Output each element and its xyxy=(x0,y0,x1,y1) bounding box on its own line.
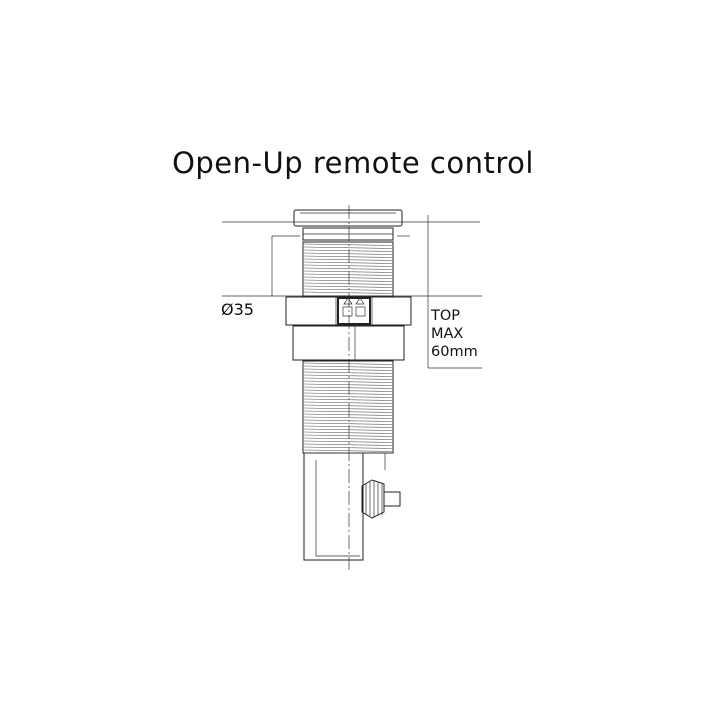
thread-line xyxy=(303,374,393,377)
washer xyxy=(292,325,405,361)
top-max-label-line1: TOP xyxy=(431,308,461,324)
thread-line xyxy=(303,398,393,401)
thread-line xyxy=(303,258,393,261)
thread-line xyxy=(303,395,393,398)
arrow-up-icon xyxy=(343,297,353,305)
thread-line xyxy=(303,428,393,431)
top-cap xyxy=(293,209,403,227)
thread-line xyxy=(303,264,393,267)
thread-line xyxy=(303,392,393,395)
diagram-title: Open-Up remote control xyxy=(172,146,534,180)
thread-line xyxy=(303,362,393,365)
thread-line xyxy=(303,261,393,264)
diameter-label: Ø35 xyxy=(221,300,254,319)
thread-line xyxy=(303,249,393,252)
diameter-leader xyxy=(271,235,300,296)
thread-line xyxy=(303,404,393,407)
cable-connector xyxy=(361,479,401,519)
thread-line xyxy=(303,246,393,249)
thread-line xyxy=(303,368,393,371)
arrow-up-icon xyxy=(355,297,365,305)
thread-line xyxy=(303,437,393,440)
thread-line xyxy=(303,288,393,291)
thread-line xyxy=(303,270,393,273)
thread-line xyxy=(303,282,393,285)
thread-line xyxy=(303,425,393,428)
thread-line xyxy=(303,371,393,374)
thread-line xyxy=(303,419,393,422)
thread-line xyxy=(303,410,393,413)
thread-line xyxy=(303,243,393,246)
thread-line xyxy=(303,443,393,446)
thread-line xyxy=(303,413,393,416)
upper-threads xyxy=(303,243,393,294)
thread-line xyxy=(303,449,393,452)
thread-line xyxy=(303,365,393,368)
thread-line xyxy=(303,255,393,258)
thread-line xyxy=(303,416,393,419)
thread-line xyxy=(303,273,393,276)
thread-line xyxy=(303,380,393,383)
thread-line xyxy=(303,383,393,386)
thread-line xyxy=(303,377,393,380)
thread-line xyxy=(303,267,393,270)
thread-line xyxy=(303,276,393,279)
locking-nut xyxy=(285,296,412,326)
thread-line xyxy=(303,422,393,425)
thread-line xyxy=(303,434,393,437)
thread-line xyxy=(303,401,393,404)
bottom-housing xyxy=(303,452,364,561)
thread-line xyxy=(303,386,393,389)
thread-line xyxy=(303,389,393,392)
thread-line xyxy=(303,407,393,410)
top-max-label-line3: 60mm xyxy=(431,344,478,360)
lower-threads xyxy=(303,362,393,452)
thread-line xyxy=(303,279,393,282)
thread-line xyxy=(303,252,393,255)
top-max-label-line2: MAX xyxy=(431,326,464,342)
thread-line xyxy=(303,291,393,294)
thread-line xyxy=(303,446,393,449)
thread-line xyxy=(303,285,393,288)
thread-line xyxy=(303,431,393,434)
thread-line xyxy=(303,440,393,443)
